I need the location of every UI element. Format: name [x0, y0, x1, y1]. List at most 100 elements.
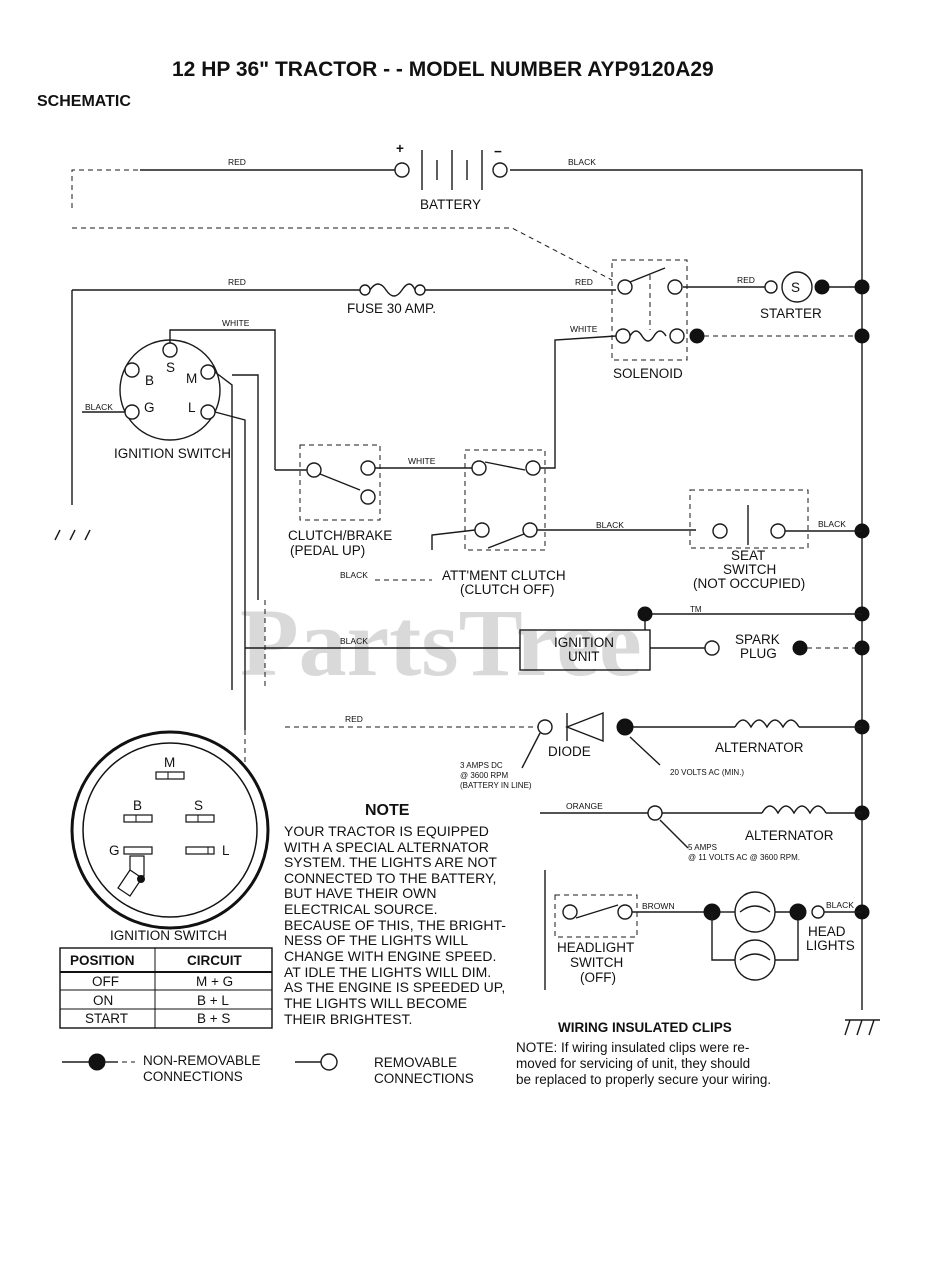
legend-non-removable-marker — [88, 1053, 106, 1071]
table-cell: B + S — [197, 1011, 230, 1026]
ign-g: G — [144, 400, 155, 415]
ign-unit-label-2: UNIT — [568, 649, 600, 664]
note-line: BECAUSE OF THIS, THE BRIGHT- — [284, 917, 506, 933]
watermark: PartsTree — [240, 589, 642, 696]
note-line: NESS OF THE LIGHTS WILL — [284, 932, 468, 948]
solenoid: SOLENOID — [611, 259, 705, 381]
note-line: ELECTRICAL SOURCE. — [284, 901, 438, 917]
wire-white-clutch: WHITE — [408, 456, 436, 466]
diode-spec-2: @ 3600 RPM — [460, 771, 508, 780]
note-body: YOUR TRACTOR IS EQUIPPED WITH A SPECIAL … — [284, 823, 506, 1027]
table-header-position: POSITION — [70, 953, 135, 968]
note-line: SYSTEM. THE LIGHTS ARE NOT — [284, 854, 497, 870]
detail-b: B — [133, 798, 142, 813]
diode-label: DIODE — [548, 744, 591, 759]
seat-label-2: SWITCH — [723, 562, 776, 577]
battery-plus: + — [396, 141, 404, 156]
note-line: YOUR TRACTOR IS EQUIPPED — [284, 823, 489, 839]
head-lights-label-1: HEAD — [808, 924, 846, 939]
table-cell: B + L — [197, 993, 229, 1008]
diode-spec-1: 3 AMPS DC — [460, 761, 503, 770]
headlight-switch-label-2: SWITCH — [570, 955, 623, 970]
battery-label: BATTERY — [420, 197, 481, 212]
battery-minus: − — [494, 144, 502, 159]
note-line: CONNECTED TO THE BATTERY, — [284, 870, 496, 886]
diode: DIODE — [537, 711, 634, 759]
lights-spec-2: @ 11 VOLTS AC @ 3600 RPM. — [688, 853, 800, 862]
att-clutch-label-2: (CLUTCH OFF) — [460, 582, 555, 597]
ignition-switch-label: IGNITION SWITCH — [114, 446, 231, 461]
note-line: THE LIGHTS WILL BECOME — [284, 995, 467, 1011]
clutch-brake-switch: CLUTCH/BRAKE (PEDAL UP) — [288, 444, 392, 558]
alternator-label-1: ALTERNATOR — [715, 740, 804, 755]
wire-white-ign: WHITE — [222, 318, 250, 328]
table-cell: M + G — [196, 974, 233, 989]
wire-red-battery: RED — [228, 157, 246, 167]
fuse-label: FUSE 30 AMP. — [347, 301, 436, 316]
ign-unit-label-1: IGNITION — [554, 635, 614, 650]
detail-m: M — [164, 755, 175, 770]
ignition-unit: IGNITION UNIT — [519, 629, 651, 671]
legend: NON-REMOVABLE CONNECTIONS REMOVABLE CONN… — [62, 1053, 474, 1086]
table-cell: ON — [93, 993, 113, 1008]
wire-black-lights: BLACK — [826, 900, 854, 910]
page-title: 12 HP 36" TRACTOR - - MODEL NUMBER AYP91… — [172, 58, 714, 81]
diode-spec-3: (BATTERY IN LINE) — [460, 781, 532, 790]
battery: + − BATTERY — [394, 141, 508, 212]
wire-white-solenoid: WHITE — [570, 324, 598, 334]
ign-b: B — [145, 373, 154, 388]
headlight-switch-label-3: (OFF) — [580, 970, 616, 985]
ignition-switch-detail: M B S G L — [70, 730, 270, 930]
seat-label-3: (NOT OCCUPIED) — [693, 576, 805, 591]
table-header-circuit: CIRCUIT — [187, 953, 242, 968]
spark-label-1: SPARK — [735, 632, 780, 647]
ign-m: M — [186, 371, 197, 386]
wire-black-att: BLACK — [340, 570, 368, 580]
head-lights-label-2: LIGHTS — [806, 938, 855, 953]
note-line: BUT HAVE THEIR OWN — [284, 885, 436, 901]
spark-plug: SPARK PLUG — [704, 632, 808, 661]
note-line: WITH A SPECIAL ALTERNATOR — [284, 839, 489, 855]
headlight-switch-label-1: HEADLIGHT — [557, 940, 634, 955]
alternator-1: ALTERNATOR — [633, 719, 862, 755]
table-cell: OFF — [92, 974, 119, 989]
att-clutch-label-1: ATT'MENT CLUTCH — [442, 568, 566, 583]
legend-removable-marker — [320, 1053, 338, 1071]
legend-removable-2: CONNECTIONS — [374, 1071, 474, 1086]
starter-label: STARTER — [760, 306, 822, 321]
alternator-label-2: ALTERNATOR — [745, 828, 834, 843]
clips-line: moved for servicing of unit, they should — [516, 1056, 750, 1071]
bus-node-solenoid — [854, 328, 870, 344]
wire-red-solenoid: RED — [575, 277, 593, 287]
ign-s: S — [166, 360, 175, 375]
starter-letter: S — [791, 280, 800, 295]
clips-line: NOTE: If wiring insulated clips were re- — [516, 1040, 749, 1055]
clips-heading: WIRING INSULATED CLIPS — [558, 1020, 732, 1035]
detail-s: S — [194, 798, 203, 813]
note-line: THEIR BRIGHTEST. — [284, 1011, 412, 1027]
wire-red-fuse: RED — [228, 277, 246, 287]
detail-g: G — [109, 843, 120, 858]
clips-line: be replaced to properly secure your wiri… — [516, 1072, 771, 1087]
headlight-switch: HEADLIGHT SWITCH (OFF) — [554, 894, 638, 985]
note-line: CHANGE WITH ENGINE SPEED. — [284, 948, 496, 964]
page-subtitle: SCHEMATIC — [37, 93, 131, 110]
detail-l: L — [222, 843, 230, 858]
table-cell: START — [85, 1011, 128, 1026]
solenoid-label: SOLENOID — [613, 366, 683, 381]
ign-l: L — [188, 400, 196, 415]
seat-label-1: SEAT — [731, 548, 765, 563]
ign-unit-node — [637, 606, 653, 622]
wire-red-starter: RED — [737, 275, 755, 285]
wire-black-battery: BLACK — [568, 157, 596, 167]
bus-node-starter — [854, 279, 870, 295]
alternator-2: ALTERNATOR — [647, 805, 862, 843]
table-caption: IGNITION SWITCH — [110, 928, 227, 943]
wire-black-ign-unit: BLACK — [340, 636, 368, 646]
wire-orange: ORANGE — [566, 801, 603, 811]
attachment-clutch-switch: ATT'MENT CLUTCH (CLUTCH OFF) — [442, 449, 566, 597]
note-heading: NOTE — [365, 802, 410, 819]
legend-non-removable-1: NON-REMOVABLE — [143, 1053, 261, 1068]
starter: S STARTER — [760, 271, 830, 321]
